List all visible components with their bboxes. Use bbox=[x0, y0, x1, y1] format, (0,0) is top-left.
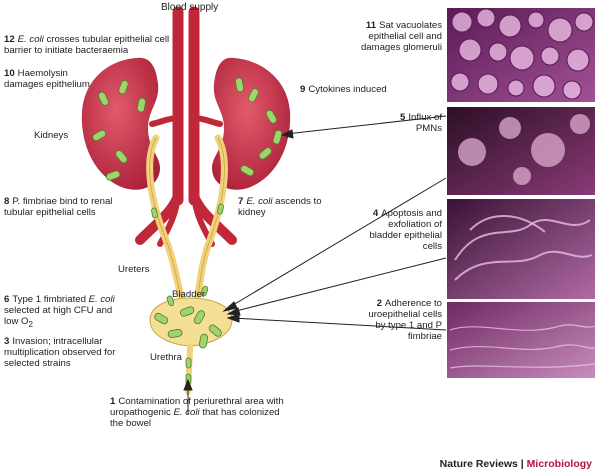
step-text: E. coli bbox=[173, 407, 200, 418]
step-number: 10 bbox=[4, 68, 15, 79]
step-text: Adherence to uroepithelial cells by type… bbox=[368, 298, 442, 342]
step-number: 9 bbox=[300, 84, 306, 95]
journal-brand: Microbiology bbox=[526, 458, 592, 470]
bladder-label: Bladder bbox=[172, 289, 206, 300]
journal-name: Nature Reviews | bbox=[439, 458, 527, 470]
right-kidney bbox=[212, 57, 291, 190]
step-text: Invasion; intracellular multiplication o… bbox=[4, 336, 116, 369]
step-text: Type 1 fimbriated bbox=[12, 294, 89, 305]
left-kidney bbox=[81, 57, 160, 190]
step-text: 2 bbox=[28, 319, 33, 329]
step-text: E. coli bbox=[17, 34, 44, 45]
step-number: 6 bbox=[4, 294, 10, 305]
urethra-label: Urethra bbox=[150, 352, 182, 363]
micrograph-sat bbox=[447, 8, 595, 102]
step-text: Sat vacuolates epithelial cell and damag… bbox=[360, 20, 442, 53]
micrograph-pmn bbox=[447, 107, 595, 195]
step-text: Haemolysin damages epithelium bbox=[4, 68, 90, 90]
step-text: E. coli bbox=[246, 196, 273, 207]
micrograph-adherence bbox=[447, 302, 596, 378]
step-number: 8 bbox=[4, 196, 10, 207]
step-number: 4 bbox=[372, 208, 379, 219]
kidneys-label: Kidneys bbox=[34, 130, 69, 141]
journal-footer: Nature Reviews | Microbiology bbox=[440, 458, 592, 470]
step-number: 1 bbox=[110, 396, 116, 407]
arrows bbox=[183, 115, 447, 414]
step-text: Apoptosis and exfoliation of bladder epi… bbox=[369, 208, 442, 252]
blood-supply-label: Blood supply bbox=[161, 2, 219, 13]
step-number: 5 bbox=[400, 112, 406, 123]
step-number: 12 bbox=[4, 34, 15, 45]
step-text: P. fimbriae bind to renal tubular epithe… bbox=[4, 196, 113, 218]
step-text: Contamination of periurethral area with … bbox=[110, 396, 284, 418]
step-number: 7 bbox=[238, 196, 244, 207]
step-text: crosses tubular epithelial cell barrier … bbox=[4, 34, 170, 56]
micrograph-apoptosis bbox=[447, 199, 595, 299]
step-text: selected at high CFU and low O bbox=[4, 305, 113, 327]
step-text: Influx of PMNs bbox=[408, 112, 442, 134]
step-number: 3 bbox=[4, 336, 10, 347]
step-number: 11 bbox=[365, 20, 377, 31]
bacteria bbox=[92, 77, 283, 385]
step-text: Cytokines induced bbox=[308, 84, 387, 95]
step-number: 2 bbox=[376, 298, 382, 309]
ureters-label: Ureters bbox=[118, 264, 150, 275]
step-text: that has colonized the bowel bbox=[110, 407, 280, 429]
step-text: ascends to kidney bbox=[238, 196, 322, 218]
step-text: E. coli bbox=[88, 294, 115, 305]
